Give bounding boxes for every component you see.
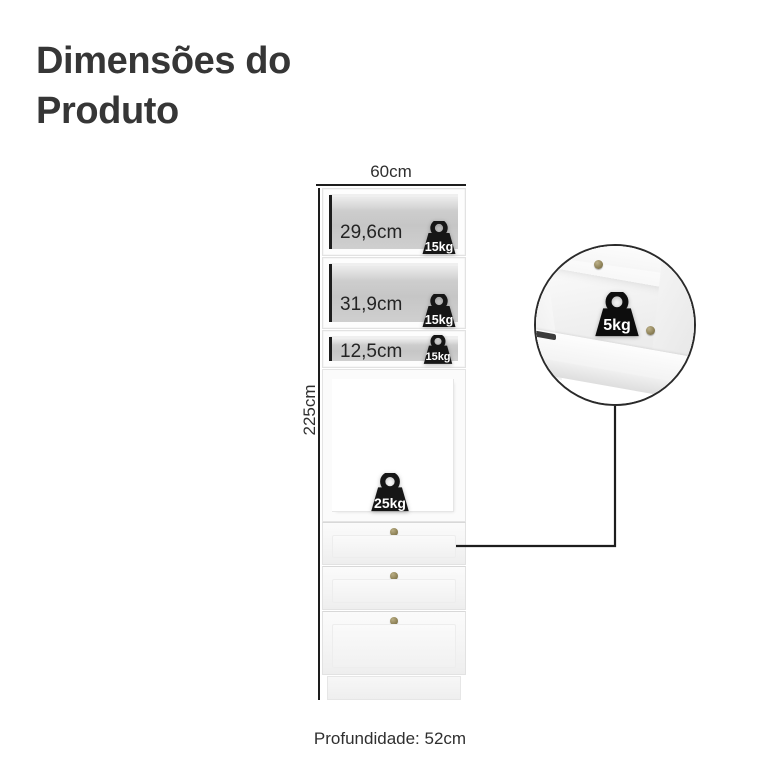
page-title: Dimensões do Produto [36,40,291,133]
weight-icon-drawer-detail: 5kg [588,292,646,338]
height-dimension-label: 225cm [300,384,319,436]
shelf-middle-measure-tick [329,264,332,322]
width-dimension-rule [316,184,466,186]
shelf-top-measure-tick [329,195,332,249]
drawer-1-knob[interactable] [390,528,398,536]
shelf-middle: 31,9cm 15kg [322,257,466,329]
drawer-2[interactable] [322,566,466,610]
open-niche: 25kg [322,369,466,522]
cabinet-illustration: 29,6cm 15kg 31,9cm 15kg [322,188,466,700]
drawer-3[interactable] [322,611,466,675]
weight-icon-shelf-low: 15kg [419,335,457,365]
depth-caption: Profundidade: 52cm [313,729,467,748]
drawer-detail-screw-side [646,326,655,335]
drawer-1[interactable] [322,522,466,565]
base-plinth [327,676,461,700]
drawer-detail-callout: 5kg [534,244,696,406]
drawer-1-panel [332,535,456,558]
drawer-3-panel [332,624,456,668]
height-dimension: 225cm [296,188,320,700]
weight-icon-shelf-top: 15kg [417,221,461,255]
drawer-3-knob[interactable] [390,617,398,625]
shelf-top: 29,6cm 15kg [322,188,466,256]
shelf-low-height-label: 12,5cm [340,341,403,362]
drawer-2-knob[interactable] [390,572,398,580]
weight-icon-shelf-middle: 15kg [417,294,461,328]
weight-icon-niche: 25kg [365,473,415,513]
shelf-low: 12,5cm 15kg [322,330,466,368]
width-dimension: 60cm [316,163,466,186]
shelf-top-height-label: 29,6cm [340,222,403,243]
drawer-2-panel [332,579,456,603]
drawer-detail-screw-top [594,260,603,269]
shelf-low-measure-tick [329,337,332,361]
height-dimension-rule [318,188,320,700]
width-dimension-label: 60cm [370,162,412,181]
shelf-middle-height-label: 31,9cm [340,294,403,315]
